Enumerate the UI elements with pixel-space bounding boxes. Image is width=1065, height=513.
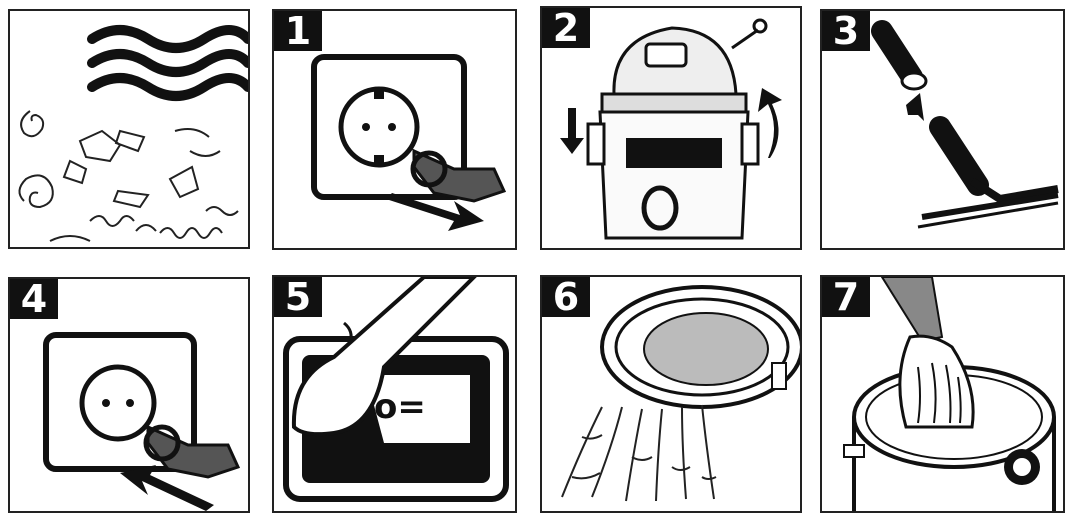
step-number: 5 xyxy=(274,277,322,317)
panel-step-1: 1 xyxy=(272,9,517,250)
step-number: 1 xyxy=(274,11,322,51)
panel-step-6: 6 xyxy=(540,275,802,513)
step-number: 2 xyxy=(542,8,590,48)
panel-debris xyxy=(8,9,250,249)
panel-step-7: 7 xyxy=(820,275,1065,513)
debris-illustration xyxy=(10,11,248,247)
panel-step-3: 3 xyxy=(820,9,1065,250)
panel-step-5: 5 o= xyxy=(272,275,517,513)
step-number: 7 xyxy=(822,277,870,317)
switch-label: o= xyxy=(374,387,426,427)
step-number: 3 xyxy=(822,11,870,51)
panel-step-4: 4 xyxy=(8,277,250,513)
panel-step-2: 2 xyxy=(540,6,802,250)
step-number: 4 xyxy=(10,279,58,319)
step-number: 6 xyxy=(542,277,590,317)
